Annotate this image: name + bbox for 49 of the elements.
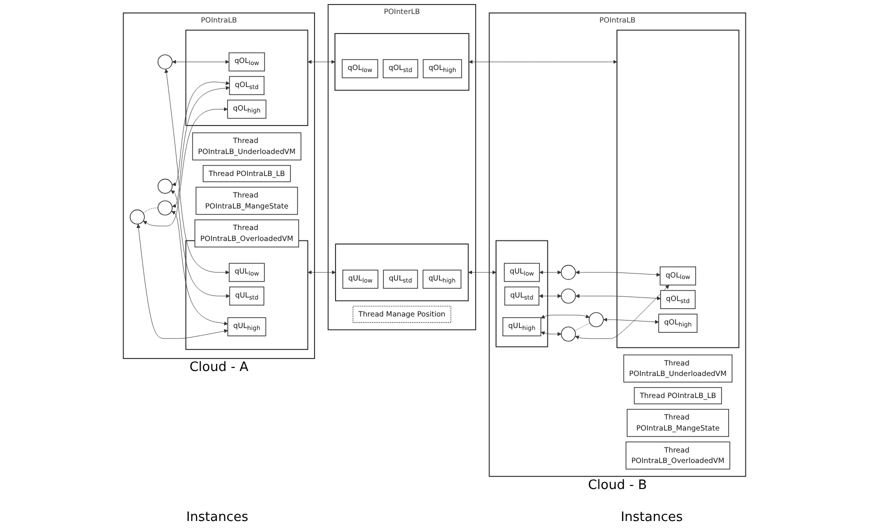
node-circle <box>560 288 576 304</box>
node-box <box>229 286 264 306</box>
node-box <box>504 286 540 306</box>
instances-label: Instances <box>620 510 683 527</box>
connector <box>143 208 158 214</box>
node-box <box>227 100 266 119</box>
node-circle <box>158 200 173 216</box>
node-box <box>342 270 378 289</box>
cluster <box>616 30 740 348</box>
node-circle <box>158 54 173 70</box>
node-box <box>658 314 698 333</box>
node-box <box>192 132 302 160</box>
node-box <box>352 306 452 323</box>
node-box <box>660 266 696 286</box>
cluster <box>122 12 315 359</box>
panel-caption: Cloud - A <box>189 360 248 376</box>
node-circle <box>158 178 173 194</box>
node-box <box>504 262 540 282</box>
node-box <box>202 165 291 182</box>
cluster <box>185 30 308 126</box>
node-circle <box>560 264 576 280</box>
node-circle <box>130 210 145 224</box>
node-circle <box>560 326 576 342</box>
cluster <box>488 12 746 477</box>
instances-label: Instances <box>186 510 248 527</box>
node-box <box>196 186 298 215</box>
connector <box>574 322 590 332</box>
cluster <box>496 240 548 348</box>
node-box <box>422 270 462 289</box>
node-box <box>383 270 418 289</box>
node-box <box>623 354 732 382</box>
cluster <box>335 244 469 302</box>
node-box <box>194 219 300 248</box>
node-box <box>660 290 696 310</box>
node-box <box>502 317 542 336</box>
node-box <box>422 59 462 78</box>
panel-caption: Cloud - B <box>588 478 647 494</box>
cluster <box>334 33 470 91</box>
node-box <box>634 387 722 404</box>
node-box <box>626 442 730 470</box>
cluster <box>328 4 476 330</box>
node-box <box>228 52 265 72</box>
node-box <box>626 408 729 437</box>
node-box <box>342 59 378 78</box>
node-circle <box>588 312 604 328</box>
node-box <box>227 317 266 336</box>
node-box <box>229 76 264 95</box>
node-box <box>228 262 265 282</box>
node-box <box>382 59 418 78</box>
